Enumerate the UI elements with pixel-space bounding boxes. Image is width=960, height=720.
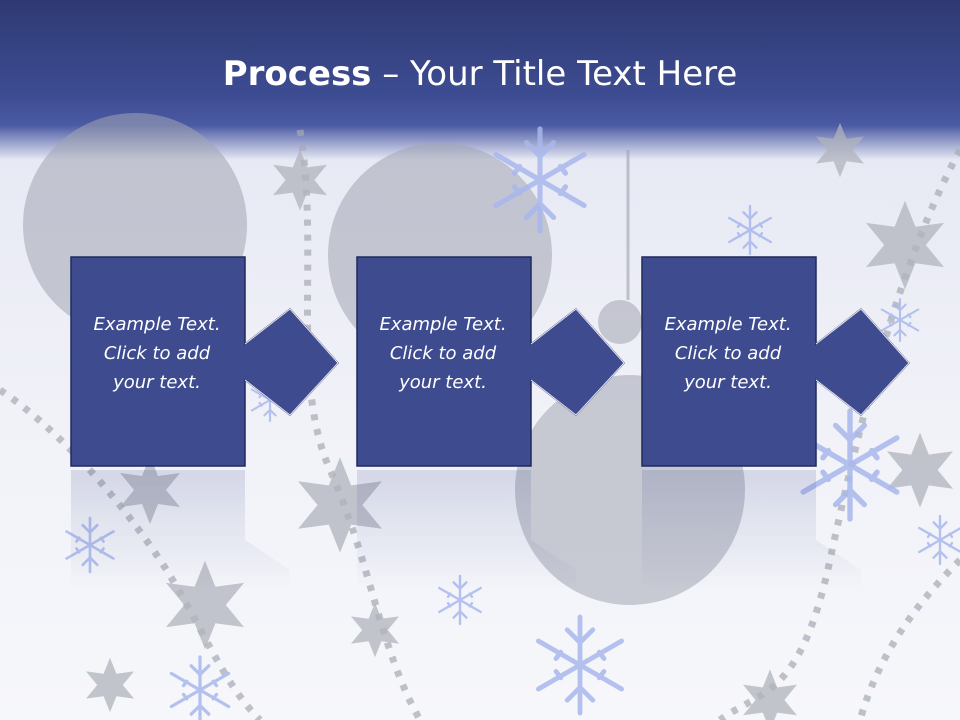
box-arrow-shape <box>70 256 340 467</box>
slide-title[interactable]: Process – Your Title Text Here <box>0 52 960 96</box>
process-step-1[interactable]: Example Text. Click to add your text. <box>70 256 340 468</box>
process-step-2[interactable]: Example Text. Click to add your text. <box>356 256 626 468</box>
step-label: Example Text. Click to add your text. <box>379 314 507 393</box>
step-label: Example Text. Click to add your text. <box>664 314 792 393</box>
step-3-reflection <box>642 470 861 590</box>
step-1-reflection <box>71 470 290 590</box>
title-bold-part: Process <box>222 54 372 94</box>
box-arrow-shape <box>356 256 626 467</box>
box-arrow-shape <box>641 256 911 467</box>
process-step-3[interactable]: Example Text. Click to add your text. <box>641 256 911 468</box>
title-rest-part: – Your Title Text Here <box>371 54 738 94</box>
step-2-reflection <box>357 470 576 590</box>
step-label: Example Text. Click to add your text. <box>93 314 221 393</box>
